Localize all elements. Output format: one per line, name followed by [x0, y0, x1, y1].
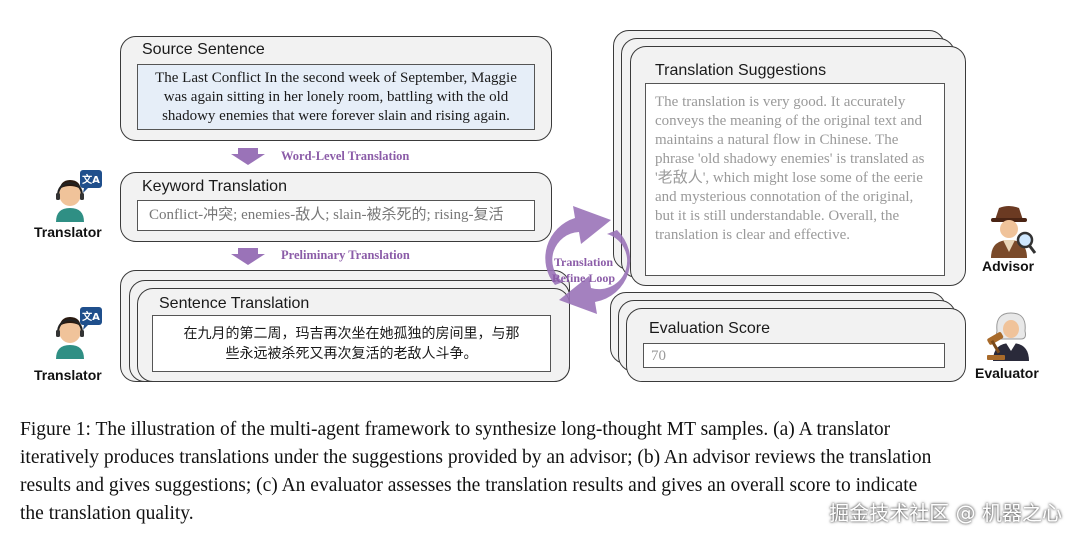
keyword-translation-box: Conflict-冲突; enemies-敌人; slain-被杀死的; ris…	[137, 200, 535, 231]
refine-loop-label: Translation Refine Loop	[552, 254, 615, 286]
suggestion-line: maintains a natural flow in Chinese. The	[655, 132, 899, 148]
translator-label-2: Translator	[34, 367, 102, 383]
suggestion-line: but it is still understandable. Overall,…	[655, 208, 900, 224]
source-line: shadowy enemies that were forever slain …	[162, 108, 510, 124]
evaluation-score-box: 70	[643, 343, 945, 368]
evaluation-score-value: 70	[651, 348, 666, 364]
source-line: The Last Conflict In the second week of …	[155, 70, 517, 86]
translate-glyph: 文A	[82, 310, 100, 323]
suggestion-line: The translation is very good. It accurat…	[655, 94, 906, 110]
translator-label-1: Translator	[34, 224, 102, 240]
suggestion-line: conveys the meaning of the original text…	[655, 113, 923, 129]
caption-line: Figure 1: The illustration of the multi-…	[20, 419, 891, 440]
translator-icon: 文A	[56, 170, 102, 222]
advisor-label: Advisor	[982, 258, 1035, 274]
translation-suggestions-box: The translation is very good. It accurat…	[645, 83, 945, 276]
keyword-translation-title: Keyword Translation	[142, 178, 287, 195]
translator-icon: 文A	[56, 307, 102, 359]
watermark: 掘金技术社区 @ 机器之心	[829, 501, 1062, 525]
translation-suggestions-title: Translation Suggestions	[655, 62, 827, 79]
source-sentence-title: Source Sentence	[142, 41, 265, 58]
figure-caption: Figure 1: The illustration of the multi-…	[20, 416, 1065, 528]
evaluator-label: Evaluator	[975, 365, 1039, 381]
down-arrow-2	[231, 248, 265, 265]
caption-line: iteratively produces translations under …	[20, 447, 932, 468]
suggestion-line: translation is clear and effective.	[655, 227, 851, 243]
sentence-translation-title: Sentence Translation	[159, 295, 310, 312]
source-line: was again sitting in her lonely room, ba…	[163, 89, 509, 105]
caption-line: results and gives suggestions; (c) An ev…	[20, 475, 918, 496]
keyword-translation-text: Conflict-冲突; enemies-敌人; slain-被杀死的; ris…	[149, 207, 504, 223]
suggestion-line: '老敌人', which might lose some of the eeri…	[655, 170, 923, 186]
sentence-translation-box: 在九月的第二周，玛吉再次坐在她孤独的房间里，与那 些永远被杀死又再次复活的老敌人…	[152, 315, 551, 372]
source-sentence-box: The Last Conflict In the second week of …	[137, 64, 535, 130]
refine-loop-line1: Translation	[553, 255, 614, 269]
translate-glyph: 文A	[82, 173, 100, 186]
evaluation-score-title: Evaluation Score	[649, 320, 770, 337]
refine-loop-arrows	[545, 206, 631, 314]
advisor-icon	[991, 206, 1037, 258]
sentence-line: 些永远被杀死又再次复活的老敌人斗争。	[225, 346, 478, 362]
preliminary-label: Preliminary Translation	[281, 248, 410, 262]
word-level-label: Word-Level Translation	[281, 149, 410, 163]
suggestion-line: and mysterious connotation of the origin…	[655, 189, 914, 205]
sentence-line: 在九月的第二周，玛吉再次坐在她孤独的房间里，与那	[183, 326, 520, 342]
caption-line: the translation quality.	[20, 503, 194, 524]
refine-loop-line2: Refine Loop	[552, 271, 615, 285]
suggestion-line: phrase 'old shadowy enemies' is translat…	[655, 151, 925, 167]
down-arrow-1	[231, 148, 265, 165]
evaluator-icon	[987, 312, 1029, 361]
